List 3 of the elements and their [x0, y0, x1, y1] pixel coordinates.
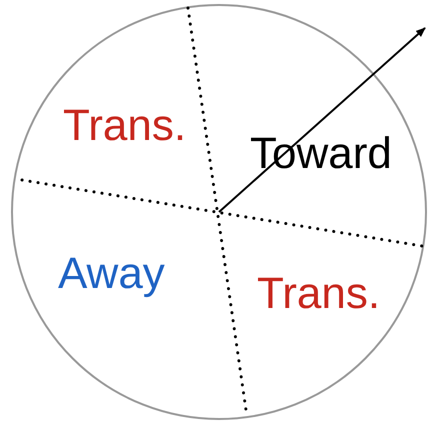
region-label: Trans. [257, 272, 380, 316]
region-label: Trans. [63, 104, 186, 148]
region-label: Away [58, 252, 165, 296]
